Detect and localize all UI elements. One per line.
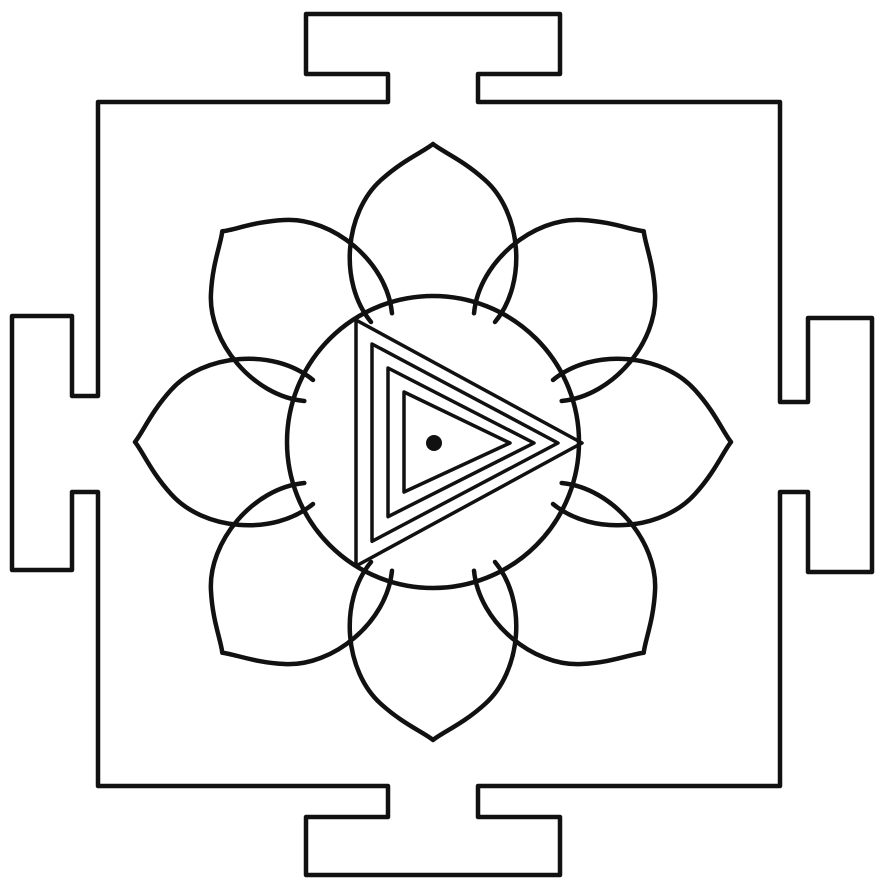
lotus-petal — [459, 468, 703, 712]
bindu-dot — [426, 435, 442, 451]
bhupura-outline — [12, 14, 872, 875]
lotus-petal — [459, 172, 703, 416]
